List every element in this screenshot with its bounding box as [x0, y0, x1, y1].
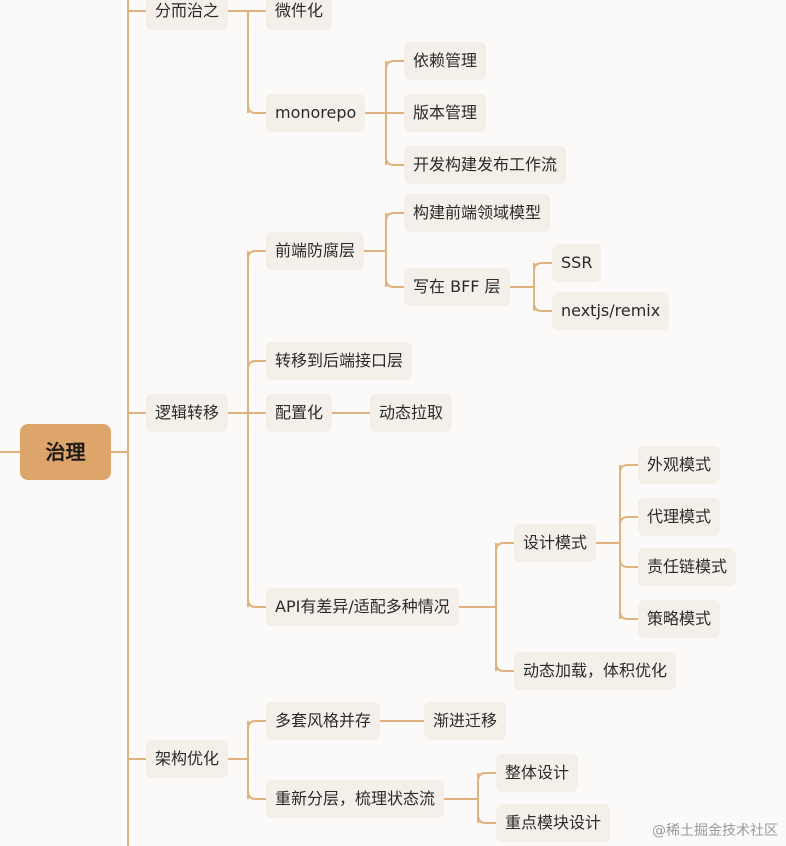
node-she-ji-mo-shi-link — [495, 542, 514, 552]
node-duo-tao-feng-ge-link — [247, 720, 266, 730]
node-pei-zhi-hua[interactable]: 配置化 — [266, 394, 333, 432]
node-zhuan-yi-hou-duan[interactable]: 转移到后端接口层 — [266, 342, 413, 380]
node-she-ji-mo-shi[interactable]: 设计模式 — [514, 524, 597, 562]
node-api-cha-yi-link — [247, 598, 266, 608]
node-duo-tao-feng-ge[interactable]: 多套风格并存 — [266, 702, 381, 740]
node-api-cha-yi[interactable]: API有差异/适配多种情况 — [266, 588, 459, 626]
node-dong-tai-jia-zai-link — [495, 662, 514, 672]
node-gou-jian-ling-yu-mo-xing-link — [385, 212, 404, 222]
node-zhong-dian-mo-kuai-link — [477, 814, 496, 824]
node-qian-duan-fang-fu-ceng-link — [247, 250, 266, 260]
node-chong-xin-fen-ceng-link — [247, 790, 266, 800]
node-fen-er-zhi-zhi[interactable]: 分而治之 — [146, 0, 229, 30]
node-gou-jian-ling-yu-mo-xing[interactable]: 构建前端领域模型 — [404, 194, 551, 232]
node-monorepo-link — [247, 104, 266, 114]
watermark: @稀土掘金技术社区 — [652, 823, 778, 839]
node-ssr-link — [533, 262, 552, 272]
node-ssr[interactable]: SSR — [552, 244, 602, 282]
node-jian-jin-qian-yi[interactable]: 渐进迁移 — [424, 702, 507, 740]
node-dai-li-mo-shi-link — [619, 516, 638, 526]
node-monorepo[interactable]: monorepo — [266, 94, 366, 132]
node-zhong-dian-mo-kuai[interactable]: 重点模块设计 — [496, 804, 611, 842]
node-luo-ji-zhuan-yi[interactable]: 逻辑转移 — [146, 394, 229, 432]
node-xie-zai-bff-ceng-link — [385, 278, 404, 288]
node-yi-lai-guan-li-link — [385, 60, 404, 70]
node-zheng-ti-she-ji[interactable]: 整体设计 — [496, 754, 579, 792]
node-ce-lve-mo-shi-link — [619, 610, 638, 620]
node-nextjs-remix-link — [533, 302, 552, 312]
node-dai-li-mo-shi[interactable]: 代理模式 — [638, 498, 721, 536]
node-wei-jian-hua[interactable]: 微件化 — [266, 0, 333, 30]
node-ze-ren-lian-mo-shi-link — [619, 558, 638, 568]
node-dong-tai-jia-zai[interactable]: 动态加载，体积优化 — [514, 652, 677, 690]
node-jia-gou-you-hua[interactable]: 架构优化 — [146, 740, 229, 778]
node-wai-guan-mo-shi[interactable]: 外观模式 — [638, 446, 721, 484]
root-node[interactable]: 治理 — [20, 424, 111, 480]
node-zhuan-yi-hou-duan-link — [247, 360, 266, 370]
node-nextjs-remix[interactable]: nextjs/remix — [552, 292, 670, 330]
node-xie-zai-bff-ceng[interactable]: 写在 BFF 层 — [404, 268, 510, 306]
node-kai-fa-gou-jian[interactable]: 开发构建发布工作流 — [404, 146, 567, 184]
node-yi-lai-guan-li[interactable]: 依赖管理 — [404, 42, 487, 80]
node-dong-tai-la-qu[interactable]: 动态拉取 — [370, 394, 453, 432]
node-ze-ren-lian-mo-shi[interactable]: 责任链模式 — [638, 548, 737, 586]
node-ce-lve-mo-shi[interactable]: 策略模式 — [638, 600, 721, 638]
node-ban-ben-guan-li[interactable]: 版本管理 — [404, 94, 487, 132]
node-qian-duan-fang-fu-ceng[interactable]: 前端防腐层 — [266, 232, 365, 270]
node-zheng-ti-she-ji-link — [477, 772, 496, 782]
node-wai-guan-mo-shi-link — [619, 464, 638, 474]
node-kai-fa-gou-jian-link — [385, 156, 404, 166]
node-chong-xin-fen-ceng[interactable]: 重新分层，梳理状态流 — [266, 780, 445, 818]
